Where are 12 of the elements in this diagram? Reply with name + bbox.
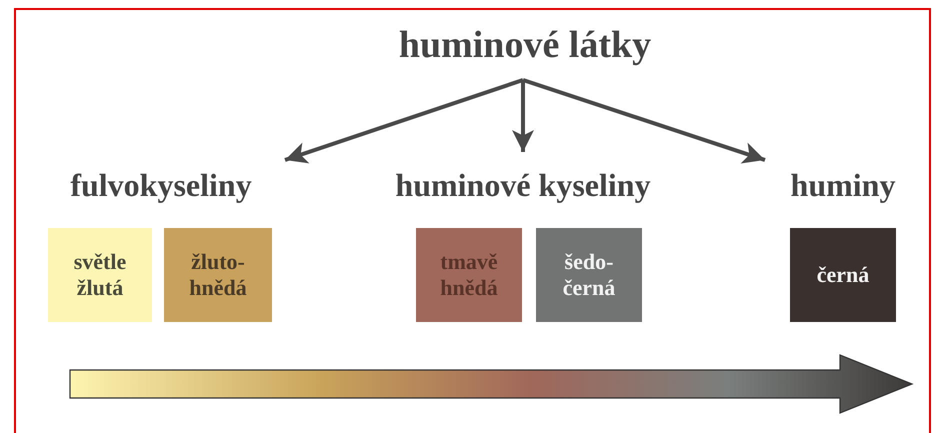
category-heading: huminy [770,162,916,208]
category-heading: fulvokyseliny [36,162,286,208]
color-swatch: černá [790,228,896,322]
category-heading: huminové kyseliny [358,162,688,208]
arrow [522,78,766,164]
arrow [284,78,524,164]
color-swatch: světle žlutá [48,228,152,322]
color-swatch: šedo- černá [536,228,642,322]
arrow [512,80,534,152]
color-swatch: tmavě hnědá [416,228,522,322]
category-heading: huminové látky [360,20,690,72]
color-swatch: žluto- hnědá [164,228,272,322]
